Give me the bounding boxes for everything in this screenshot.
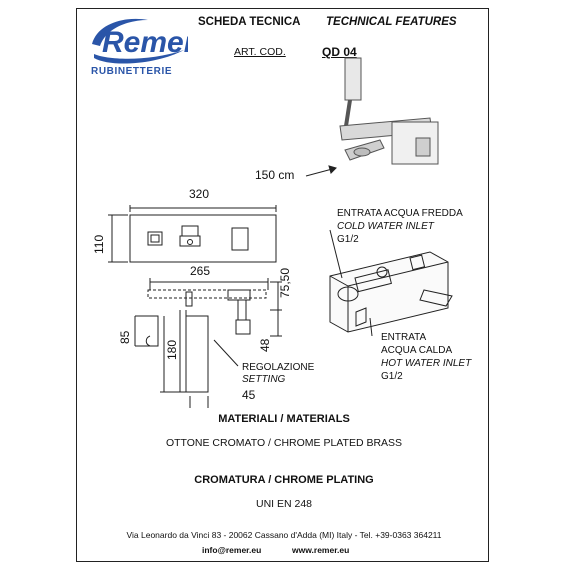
dim-spout-reach: 265 <box>190 264 211 278</box>
dim-180: 180 <box>165 339 179 360</box>
dim-width-total: 320 <box>189 187 210 201</box>
plating-title: CROMATURA / CHROME PLATING <box>194 474 374 486</box>
logo-wordmark: Remer <box>102 26 188 59</box>
dim-85: 85 <box>118 330 132 344</box>
cold-inlet-italian: ENTRATA ACQUA FREDDA <box>337 208 463 219</box>
dim-depth: 75,50 <box>278 267 292 298</box>
cold-inlet-thread: G1/2 <box>337 234 359 245</box>
setting-italian: REGOLAZIONE <box>242 362 315 373</box>
footer-address: Via Leonardo da Vinci 83 - 20062 Cassano… <box>126 530 442 540</box>
dim-48: 48 <box>258 338 272 352</box>
cold-inlet-english: COLD WATER INLET <box>337 221 434 232</box>
dim-height-plate: 110 <box>92 234 106 254</box>
hose-length: 150 cm <box>255 168 295 182</box>
hot-inlet-italian-1: ENTRATA <box>381 332 427 343</box>
title-english: TECHNICAL FEATURES <box>326 16 457 28</box>
remer-logo: Remer <box>88 14 198 76</box>
hot-inlet-english: HOT WATER INLET <box>381 358 472 369</box>
plating-value: UNI EN 248 <box>255 498 313 510</box>
materials-value: OTTONE CROMATO / CHROME PLATED BRASS <box>165 437 403 449</box>
brand-subtitle: RUBINETTERIE <box>91 66 173 77</box>
dim-45: 45 <box>242 388 256 402</box>
remer-logo-mark: Remer <box>92 18 198 64</box>
materials-title: MATERIALI / MATERIALS <box>218 413 350 425</box>
iso-view <box>329 229 453 337</box>
art-code-label: ART. COD. <box>234 46 286 58</box>
art-code-value: QD 04 <box>322 45 357 59</box>
product-photo <box>339 57 439 165</box>
front-view <box>108 205 277 263</box>
setting-english: SETTING <box>242 374 286 385</box>
hot-inlet-italian-2: ACQUA CALDA <box>381 345 453 356</box>
title-italian: SCHEDA TECNICA <box>198 16 301 28</box>
footer-email[interactable]: info@remer.eu <box>202 545 262 555</box>
side-view <box>134 278 282 408</box>
footer-website[interactable]: www.remer.eu <box>292 545 350 555</box>
spec-sheet-frame <box>76 8 489 562</box>
hot-inlet-thread: G1/2 <box>381 371 403 382</box>
